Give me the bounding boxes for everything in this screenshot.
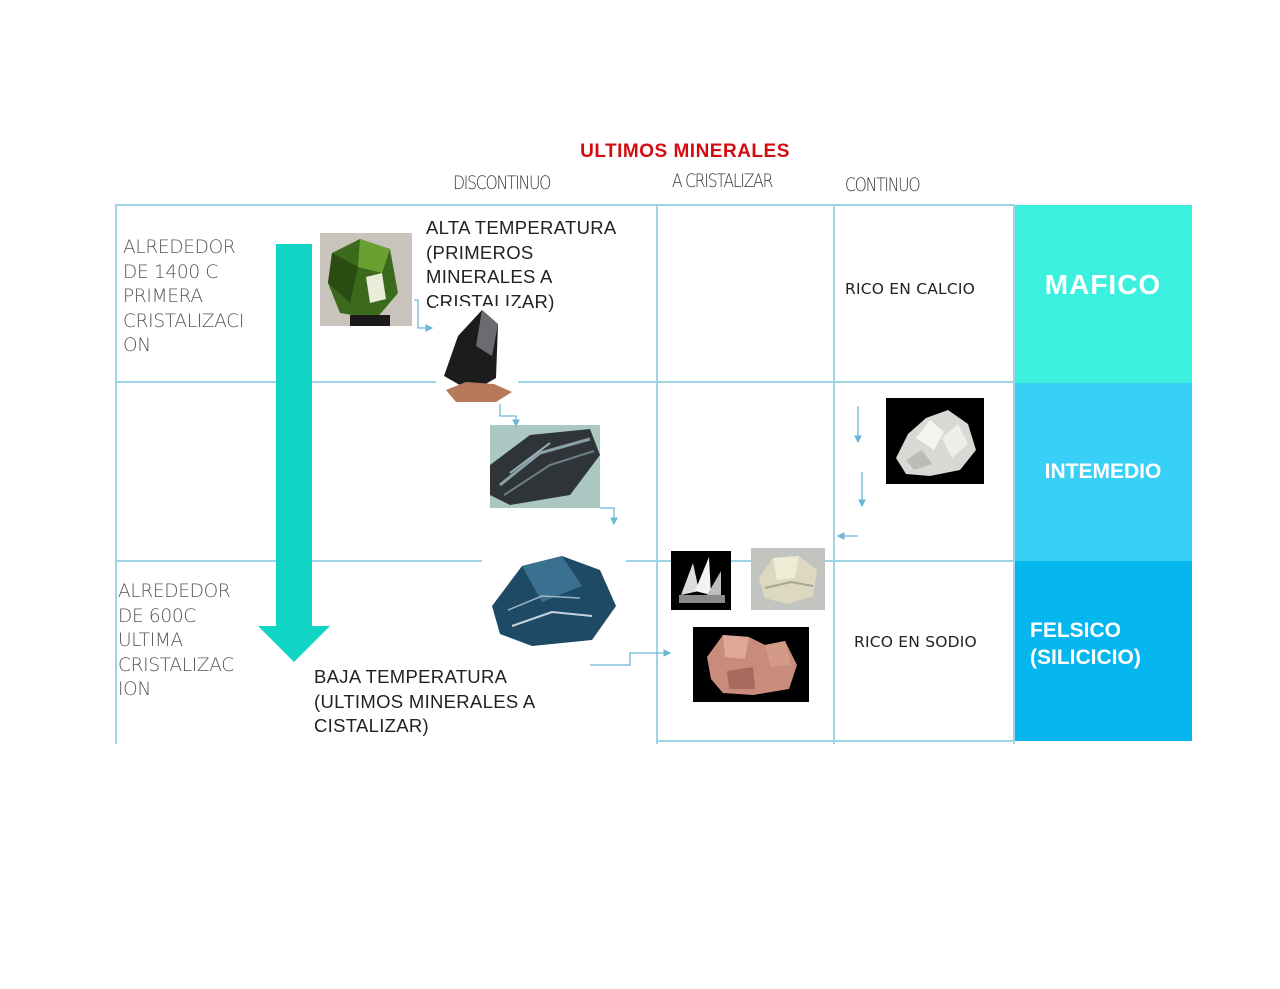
left-label-high-line: ON [123,335,151,356]
grid-line-col4 [1013,204,1015,744]
left-label-high: ALREDEDOR DE 1400 C PRIMERA CRISTALIZACI… [123,236,244,359]
biotite-image [482,546,626,653]
grid-line-left [115,204,117,744]
left-label-high-line: CRISTALIZACI [123,310,245,332]
low-temperature-line: CISTALIZAR) [314,715,429,736]
sodium-rich-label: RICO EN SODIO [854,633,977,651]
left-label-low-line: CRISTALIZAC [118,654,234,676]
orthoclase-image [693,627,809,702]
header-continuous: CONTINUO [845,174,921,196]
muscovite-image [751,548,825,610]
grid-line-col3 [833,204,835,744]
pyroxene-image [436,306,518,404]
low-temperature-line: BAJA TEMPERATURA [314,666,508,687]
band-felsico-label: FELSICO [1030,619,1122,642]
band-intermedio-label: INTEMEDIO [1044,460,1162,483]
high-temperature-line: MINERALES A [426,266,553,287]
olivine-image [320,233,412,326]
left-label-high-line: DE 1400 C [123,261,218,283]
band-mafico: MAFICO [1014,205,1192,383]
diagram-title: ULTIMOS MINERALES [580,141,790,162]
left-label-low-line: ION [118,679,151,700]
left-label-high-line: ALREDEDOR [123,237,236,258]
grid-line-bottom [656,740,1014,742]
band-mafico-label: MAFICO [1044,269,1162,300]
left-label-low: ALREDEDOR DE 600C ULTIMA CRISTALIZAC ION [118,580,234,703]
calcium-rich-label: RICO EN CALCIO [845,280,976,298]
calcium-plagioclase-image [886,398,984,484]
left-label-low-line: ALREDEDOR [118,581,231,602]
low-temperature-label: BAJA TEMPERATURA (ULTIMOS MINERALES A CI… [314,665,536,739]
temperature-arrow-icon [258,244,330,662]
grid-line-middle-1 [115,381,1015,383]
low-temperature-line: (ULTIMOS MINERALES A [314,690,536,712]
band-felsico: FELSICO (SILICICIO) [1014,561,1192,741]
left-label-low-line: ULTIMA [118,630,183,651]
high-temperature-line: (PRIMEROS [426,241,534,263]
left-label-high-line: PRIMERA [123,286,203,307]
amphibole-image [490,425,600,508]
high-temperature-label: ALTA TEMPERATURA (PRIMEROS MINERALES A C… [426,216,617,314]
band-felsico-sublabel: (SILICICIO) [1030,646,1141,669]
band-intermedio: INTEMEDIO [1014,383,1192,561]
left-label-low-line: DE 600C [118,605,196,627]
grid-line-col2 [656,204,658,744]
header-crystallize: A CRISTALIZAR [672,170,773,192]
header-discontinuous: DISCONTINUO [453,172,551,194]
grid-line-top [115,204,1015,206]
quartz-image [671,551,731,610]
high-temperature-line: ALTA TEMPERATURA [426,217,617,238]
